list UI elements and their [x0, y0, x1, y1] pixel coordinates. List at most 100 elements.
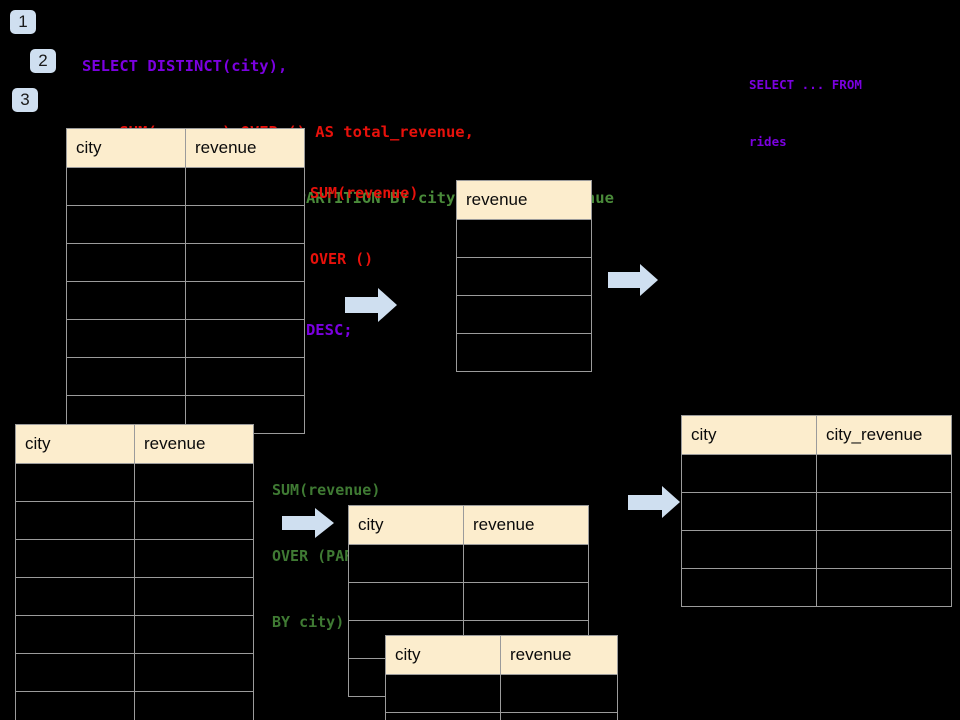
arrow-source-to-total [345, 288, 397, 322]
column-header-revenue: revenue [134, 424, 254, 464]
column-header-revenue: revenue [185, 128, 305, 168]
cell-city [681, 454, 817, 493]
table-row [385, 712, 618, 720]
cell-revenue [134, 501, 254, 540]
table-row [681, 492, 952, 531]
cell-revenue [456, 219, 592, 258]
table-row [66, 243, 305, 282]
cell-city-revenue [816, 530, 952, 569]
step-badge-3: 3 [12, 88, 38, 112]
column-header-city: city [15, 424, 135, 464]
total-revenue-table: revenue [456, 180, 592, 372]
cell-city [66, 319, 186, 358]
cell-revenue [500, 674, 618, 713]
cell-revenue [134, 539, 254, 578]
cell-revenue [456, 257, 592, 296]
annotation-over-partition-line-1: SUM(revenue) [272, 481, 381, 499]
annotation-over-empty: SUM(revenue) OVER () [310, 138, 418, 314]
cell-city [681, 492, 817, 531]
column-header-revenue: revenue [500, 635, 618, 675]
table-row [681, 530, 952, 569]
cell-city [15, 463, 135, 502]
cell-revenue [134, 615, 254, 654]
table-row [456, 257, 592, 296]
cell-city [348, 582, 464, 621]
column-header-revenue: revenue [463, 505, 589, 545]
table-row [15, 463, 254, 502]
cell-city [66, 357, 186, 396]
table-header-row: revenue [456, 180, 592, 220]
cell-revenue [456, 295, 592, 334]
table-header-row: city revenue [15, 424, 254, 464]
cell-revenue [134, 691, 254, 720]
side-note-select-from: SELECT ... FROM rides [749, 37, 862, 189]
arrow-source-to-partition [282, 508, 334, 538]
table-row [15, 577, 254, 616]
cell-city [15, 501, 135, 540]
table-row [66, 281, 305, 320]
table-row [66, 357, 305, 396]
cell-city-revenue [816, 568, 952, 607]
cell-city [15, 577, 135, 616]
cell-city [681, 530, 817, 569]
table-header-row: city city_revenue [681, 415, 952, 455]
cell-revenue [134, 577, 254, 616]
cell-revenue [185, 205, 305, 244]
cell-city [66, 167, 186, 206]
table-row [15, 615, 254, 654]
table-header-row: city revenue [385, 635, 618, 675]
cell-city [385, 674, 501, 713]
column-header-city: city [681, 415, 817, 455]
column-header-revenue: revenue [456, 180, 592, 220]
cell-revenue [500, 712, 618, 720]
table-row [681, 454, 952, 493]
cell-city [66, 205, 186, 244]
table-row [66, 205, 305, 244]
step-badge-2: 2 [30, 49, 56, 73]
cell-city-revenue [816, 492, 952, 531]
cell-city [15, 615, 135, 654]
cell-city [15, 539, 135, 578]
annotation-over-partition-line-3: BY city) [272, 613, 345, 631]
arrow-partition-to-result [628, 486, 680, 518]
cell-city [385, 712, 501, 720]
table-row [348, 544, 589, 583]
rides-source-table-bottom: city revenue [15, 424, 254, 720]
rides-source-table-top: city revenue [66, 128, 305, 434]
result-table: city city_revenue [681, 415, 952, 607]
table-row [15, 539, 254, 578]
cell-city-revenue [816, 454, 952, 493]
cell-revenue [185, 319, 305, 358]
cell-revenue [185, 281, 305, 320]
arrow-total-to-result [608, 264, 658, 296]
table-row [681, 568, 952, 607]
cell-revenue [456, 333, 592, 372]
table-row [15, 691, 254, 720]
cell-revenue [185, 243, 305, 282]
table-row [456, 219, 592, 258]
column-header-city: city [66, 128, 186, 168]
table-row [456, 295, 592, 334]
annotation-over-empty-line-1: SUM(revenue) [310, 184, 419, 202]
table-header-row: city revenue [66, 128, 305, 168]
table-row [385, 674, 618, 713]
column-header-city: city [385, 635, 501, 675]
cell-revenue [185, 167, 305, 206]
table-row [66, 167, 305, 206]
table-row [15, 653, 254, 692]
sql-line-select: SELECT DISTINCT(city), [82, 57, 288, 75]
cell-revenue [463, 544, 589, 583]
column-header-city-revenue: city_revenue [816, 415, 952, 455]
table-row [348, 582, 589, 621]
side-note-line-1: SELECT ... FROM [749, 77, 862, 92]
cell-city [681, 568, 817, 607]
table-row [15, 501, 254, 540]
cell-revenue [463, 582, 589, 621]
cell-revenue [134, 653, 254, 692]
cell-revenue [134, 463, 254, 502]
step-badge-1: 1 [10, 10, 36, 34]
table-row [456, 333, 592, 372]
column-header-city: city [348, 505, 464, 545]
side-note-line-2: rides [749, 134, 787, 149]
